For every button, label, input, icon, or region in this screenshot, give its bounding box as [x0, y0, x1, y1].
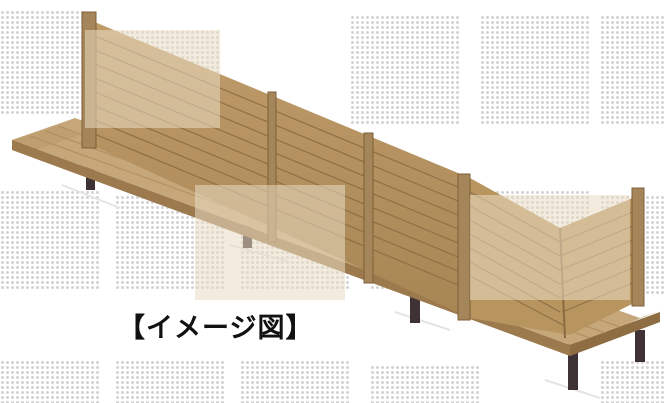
watermark-overlay — [85, 30, 630, 300]
caption-label: 【イメージ図】 — [118, 313, 314, 344]
